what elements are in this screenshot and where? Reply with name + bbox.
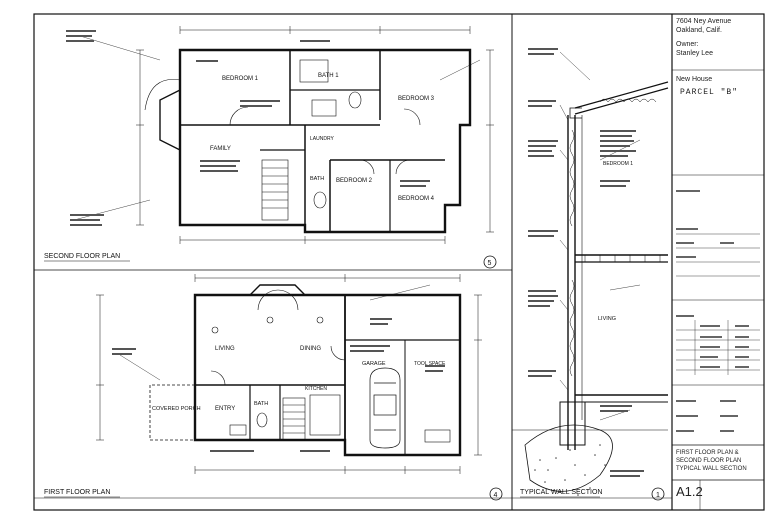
room-family: FAMILY bbox=[210, 146, 231, 152]
sheet-border bbox=[33, 13, 765, 511]
room-bath: BATH bbox=[310, 176, 324, 182]
section-label-living: LIVING bbox=[598, 316, 616, 322]
room-bedroom2: BEDROOM 2 bbox=[336, 178, 373, 184]
room-entry: ENTRY bbox=[215, 406, 235, 412]
owner-label: Owner: bbox=[676, 41, 699, 48]
second-floor-marker bbox=[483, 255, 497, 269]
section-label-bedroom: BEDROOM 1 bbox=[603, 161, 633, 167]
room-dining: DINING bbox=[300, 346, 321, 352]
address-line2: Oakland, Calif. bbox=[676, 27, 722, 34]
annotations-section bbox=[528, 48, 644, 477]
annotations-second bbox=[66, 30, 430, 226]
wall-section-marker bbox=[651, 487, 665, 501]
owner-name: Stanley Lee bbox=[676, 50, 713, 57]
room-kitchen: KITCHEN bbox=[305, 386, 327, 392]
sheet-title-3: TYPICAL WALL SECTION bbox=[676, 466, 747, 472]
wall-section-number: 1 bbox=[656, 492, 660, 499]
room-bedroom4: BEDROOM 4 bbox=[398, 196, 435, 202]
first-floor-marker bbox=[489, 487, 503, 501]
first-floor-plan bbox=[96, 274, 482, 474]
first-floor-plan-title: FIRST FLOOR PLAN bbox=[44, 489, 110, 496]
sheet-title-1: FIRST FLOOR PLAN & bbox=[676, 450, 739, 456]
second-floor-number: 5 bbox=[488, 260, 492, 267]
wall-section-title: TYPICAL WALL SECTION bbox=[520, 489, 602, 496]
room-bath1: BATH 1 bbox=[318, 73, 339, 79]
room-bath-first: BATH bbox=[254, 401, 268, 407]
room-covered-porch: COVERED PORCH bbox=[152, 406, 201, 412]
project-name: New House bbox=[676, 76, 713, 83]
room-living: LIVING bbox=[215, 346, 235, 352]
title-block bbox=[672, 69, 764, 510]
room-bedroom1: BEDROOM 1 bbox=[222, 76, 259, 82]
parcel-label: PARCEL "B" bbox=[680, 88, 739, 97]
wall-section-drawing bbox=[512, 51, 669, 492]
second-floor-plan bbox=[73, 26, 494, 244]
room-laundry: LAUNDRY bbox=[310, 136, 334, 142]
room-bedroom3: BEDROOM 3 bbox=[398, 96, 435, 102]
second-floor-plan-title: SECOND FLOOR PLAN bbox=[44, 253, 120, 260]
sheet-title-2: SECOND FLOOR PLAN bbox=[676, 458, 742, 464]
soil-hatch bbox=[534, 444, 606, 496]
room-garage: GARAGE bbox=[362, 361, 386, 367]
first-floor-number: 4 bbox=[494, 492, 498, 499]
annotations-first bbox=[112, 318, 445, 452]
room-tool-space: TOOL SPACE bbox=[414, 361, 446, 367]
sheet-number: A1.2 bbox=[676, 484, 703, 499]
address-line1: 7604 Ney Avenue bbox=[676, 18, 732, 25]
